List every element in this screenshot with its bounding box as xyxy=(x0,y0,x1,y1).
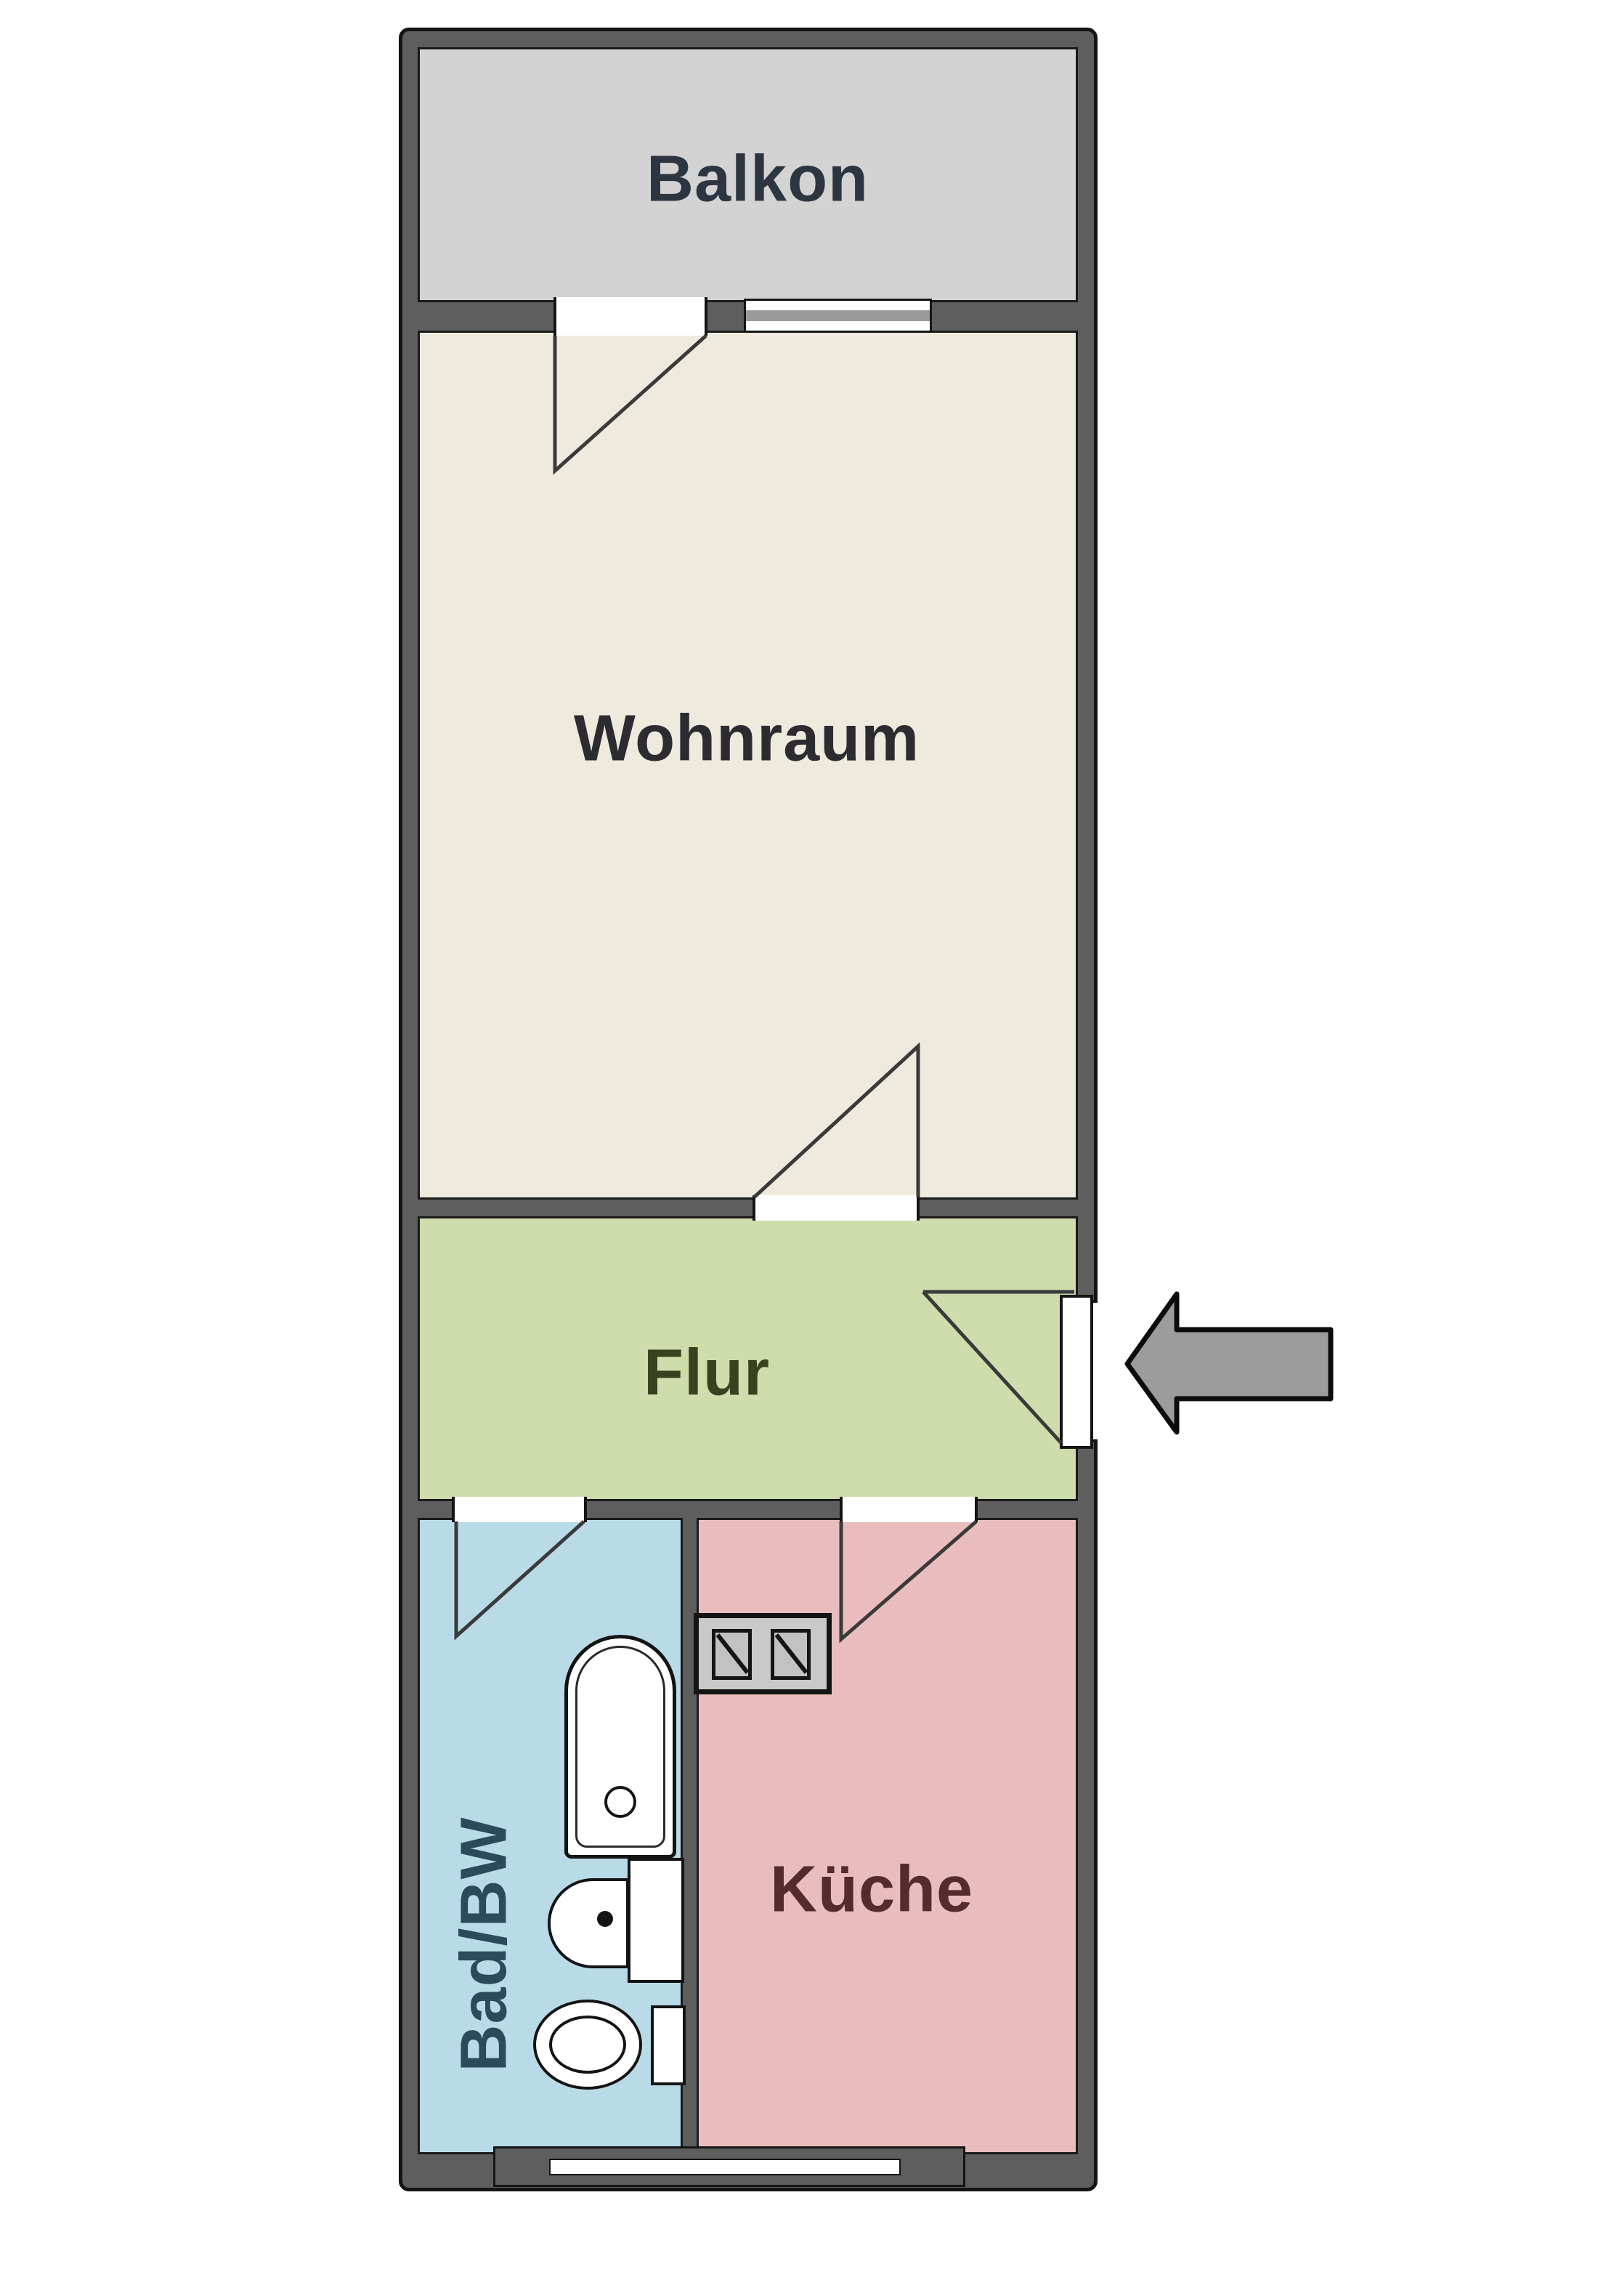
bottom-wall-window xyxy=(549,2159,901,2175)
kitchen-door-opening xyxy=(840,1497,978,1522)
room-label-bad: Bad/BW xyxy=(447,1816,521,2072)
bathtub-drain-icon xyxy=(604,1786,636,1818)
room-label-wohnraum: Wohnraum xyxy=(573,702,920,775)
stove-hotplate-icon xyxy=(712,1629,752,1680)
stove-hotplate-icon xyxy=(771,1629,811,1680)
balcony-window-glass xyxy=(746,310,930,321)
room-label-balkon: Balkon xyxy=(646,142,869,216)
balcony-window xyxy=(744,299,932,333)
room-wohnraum-floor xyxy=(418,331,1078,1200)
sink-basin-icon xyxy=(548,1878,629,1968)
room-label-kueche: Küche xyxy=(769,1853,974,1926)
bathtub-inner-rim xyxy=(575,1646,665,1848)
sink-counter xyxy=(628,1858,684,1983)
living-room-door-opening xyxy=(753,1195,920,1221)
balcony-door-opening xyxy=(553,297,707,336)
room-label-flur: Flur xyxy=(644,1336,770,1410)
entrance-arrow-icon xyxy=(1124,1291,1334,1435)
toilet-seat-ring xyxy=(549,2016,626,2074)
room-balkon-floor xyxy=(418,47,1078,302)
bathtub-icon xyxy=(564,1635,676,1859)
toilet-tank xyxy=(651,2005,686,2085)
sink-faucet-icon xyxy=(597,1911,613,1927)
bath-door-opening xyxy=(452,1497,587,1522)
entrance-door-leaf xyxy=(1060,1295,1093,1449)
